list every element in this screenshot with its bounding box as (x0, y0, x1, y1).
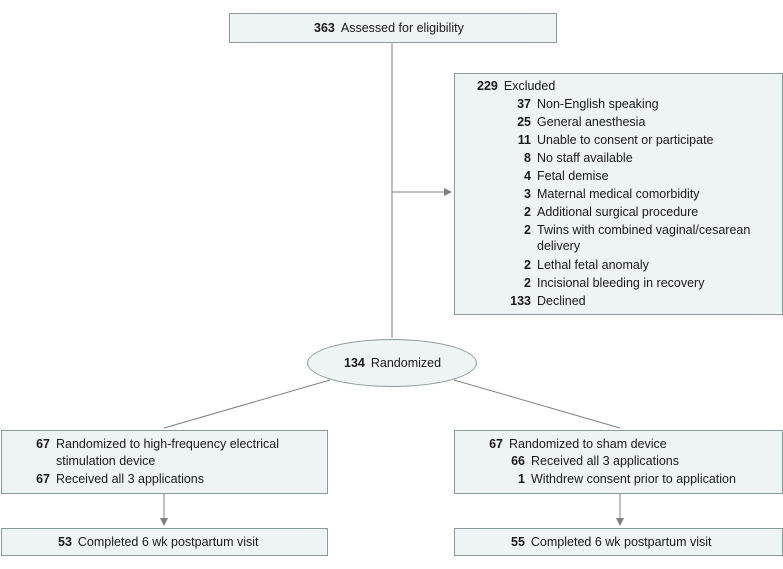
right-arm-allocation-box: 67 Randomized to sham device 66 Received a… (454, 430, 783, 494)
randomized-row: 134 Randomized (344, 355, 441, 371)
excluded-count: 229 (477, 79, 498, 93)
left-arm-followup-box: 53 Completed 6 wk postpartum visit (1, 528, 328, 556)
left-arm-received-count: 67 (36, 472, 50, 486)
randomized-node: 134 Randomized (307, 339, 477, 387)
right-arm-followup-row: 55 Completed 6 wk postpartum visit (511, 534, 712, 550)
excluded-label: Excluded (503, 79, 556, 93)
right-arm-withdrew-label: Withdrew consent prior to application (531, 472, 736, 486)
right-arm-followup-box: 55 Completed 6 wk postpartum visit (454, 528, 783, 556)
right-arm-allocation-row: 67 Randomized to sham device (463, 436, 667, 452)
assessed-label: Assessed for eligibility (340, 21, 464, 35)
assessed-row: 363 Assessed for eligibility (314, 20, 464, 36)
left-arm-alloc-count: 67 (36, 437, 50, 451)
randomized-label: Randomized (370, 356, 442, 370)
left-arm-received-label: Received all 3 applications (56, 472, 205, 486)
assessed-box: 363 Assessed for eligibility (229, 13, 557, 43)
left-arm-received-row: 67 Received all 3 applications (10, 471, 204, 487)
right-arm-followup-label: Completed 6 wk postpartum visit (530, 535, 712, 549)
right-arm-received-row: 66 Received all 3 applications (503, 453, 679, 469)
excluded-header: 229 Excluded (477, 78, 555, 94)
right-arm-alloc-count: 67 (489, 437, 503, 451)
assessed-count: 363 (314, 21, 335, 35)
randomized-count: 134 (344, 356, 365, 370)
right-arm-withdrew-count: 1 (518, 472, 525, 486)
right-arm-received-label: Received all 3 applications (531, 454, 680, 468)
connector-randomized-to-left (163, 379, 331, 429)
left-arm-followup-label: Completed 6 wk postpartum visit (77, 535, 259, 549)
left-arm-alloc-label: Randomized to high-frequency electrical (56, 437, 280, 451)
left-arm-followup-count: 53 (58, 535, 72, 549)
right-arm-alloc-label: Randomized to sham device (509, 437, 667, 451)
right-arm-received-count: 66 (511, 454, 525, 468)
right-arm-withdrew-row: 1 Withdrew consent prior to application (503, 471, 736, 487)
left-arm-followup-row: 53 Completed 6 wk postpartum visit (58, 534, 259, 550)
left-arm-allocation-box: 67 Randomized to high-frequency electrica… (1, 430, 328, 494)
exclusion-reason-continued: delivery (537, 239, 581, 253)
right-arm-followup-count: 55 (511, 535, 525, 549)
left-arm-allocation-continued: stimulation device (56, 454, 156, 468)
connector-randomized-to-right (453, 379, 621, 429)
left-arm-allocation-row: 67 Randomized to high-frequency electrica… (10, 436, 279, 452)
